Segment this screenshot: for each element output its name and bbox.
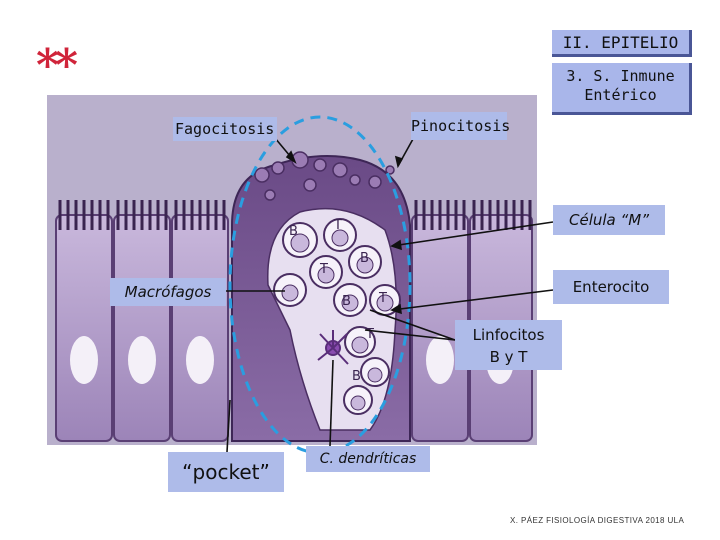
cell-letter-t1: T — [333, 218, 342, 233]
label-linfocitos: Linfocitos B y T — [455, 320, 562, 370]
cell-letter-b4: B — [352, 369, 361, 384]
subtitle-line-1: 3. S. Inmune — [566, 67, 675, 85]
cell-letter-b2: B — [360, 251, 369, 266]
label-pinocitosis: Pinocitosis — [411, 112, 510, 140]
cell-letter-t3: T — [378, 291, 387, 306]
cell-letter-b3: B — [342, 294, 351, 309]
cell-letter-b1: B — [289, 224, 298, 239]
label-macrofagos: Macrófagos — [110, 278, 226, 306]
label-linfocitos-line-1: Linfocitos — [472, 326, 545, 344]
section-subtitle: 3. S. Inmune Entérico — [552, 63, 692, 115]
microvilli-right — [414, 200, 532, 230]
label-pocket: “pocket” — [168, 452, 284, 492]
cell-letter-t2: T — [319, 262, 328, 277]
label-linfocitos-line-2: B y T — [489, 348, 528, 366]
subtitle-line-2: Entérico — [584, 86, 657, 104]
section-title: II. EPITELIO — [552, 30, 692, 57]
pointer-lines — [226, 129, 554, 453]
antigen-particles — [254, 151, 395, 201]
enterocytes-left — [55, 214, 229, 442]
label-fagocitosis: Fagocitosis — [173, 117, 277, 141]
cell-letter-t4: T — [365, 327, 374, 342]
microvilli-left — [58, 200, 226, 230]
credit-footer: X. PÁEZ FISIOLOGÍA DIGESTIVA 2018 ULA — [510, 516, 685, 525]
lymphocyte-nuclei — [281, 229, 394, 411]
label-celula-m: Célula “M” — [553, 205, 665, 235]
dendritic-cell — [317, 330, 349, 365]
importance-stars: ** — [36, 40, 78, 91]
label-dendriticas: C. dendríticas — [306, 446, 430, 472]
label-enterocito: Enterocito — [553, 270, 669, 304]
